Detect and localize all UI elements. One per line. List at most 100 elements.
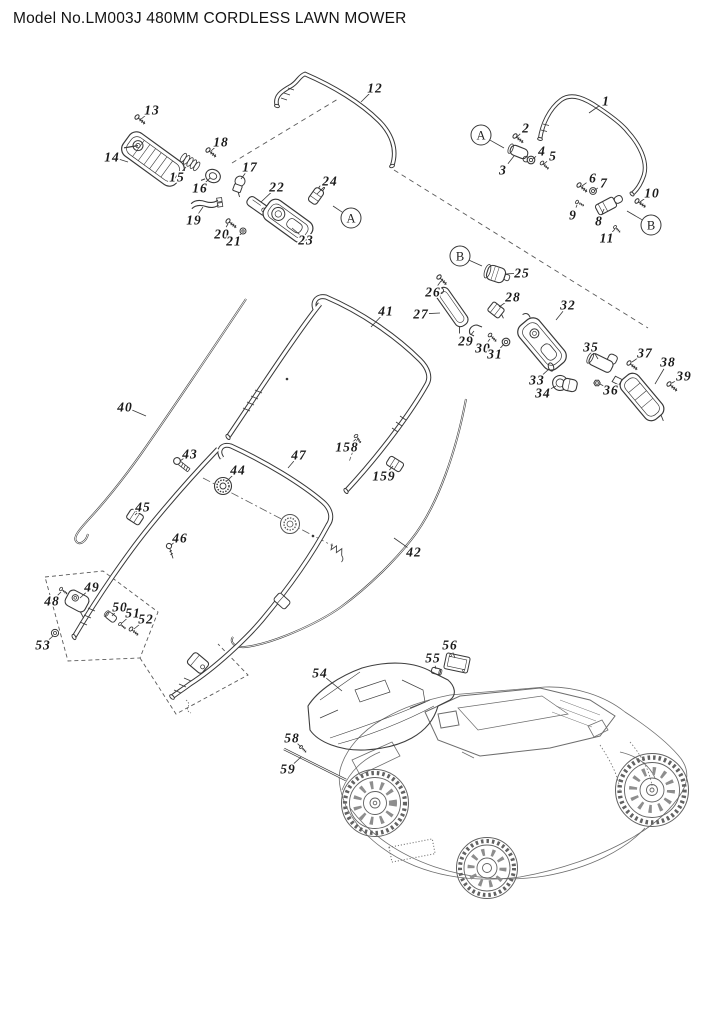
- part-label: 5: [549, 149, 557, 164]
- part-label: 31: [486, 347, 503, 362]
- leader-line: [370, 316, 381, 328]
- clamp-ring-16: [200, 168, 221, 184]
- leader-line: [139, 114, 147, 121]
- bracket-38: [611, 372, 665, 422]
- part-label: 17: [242, 160, 258, 175]
- leader-line: [639, 197, 646, 203]
- leader-line: [170, 542, 174, 546]
- leader-line: [452, 652, 456, 659]
- leader-line: [239, 233, 242, 236]
- leader-line: [260, 192, 272, 203]
- screw-6: [575, 181, 590, 195]
- gear-knob: [280, 514, 300, 534]
- wire-19: [190, 197, 224, 210]
- leader-line: [437, 280, 442, 286]
- part-59-rod: [283, 747, 347, 782]
- part-label: 28: [504, 290, 521, 305]
- leader-line: [393, 537, 408, 548]
- leader-line: [293, 756, 302, 764]
- plug-25: [483, 264, 511, 284]
- part-label: 44: [229, 463, 246, 478]
- leader-line: [428, 312, 441, 314]
- leader-line: [57, 591, 62, 596]
- clamp-45: [126, 508, 144, 526]
- leader-line: [133, 623, 141, 630]
- leader-line: [532, 156, 537, 160]
- handle-hardware: [126, 433, 405, 559]
- part-label: 46: [171, 531, 188, 546]
- part-label: 54: [312, 666, 328, 681]
- part-label: 23: [297, 233, 314, 248]
- leader-line: [134, 512, 138, 516]
- leader-line: [581, 182, 587, 187]
- rear-left-wheel: [341, 769, 409, 837]
- housing-23: [262, 198, 314, 244]
- part-label: 18: [213, 135, 229, 150]
- leader-line: [593, 187, 599, 192]
- hook-29: [468, 324, 483, 337]
- part-label: 38: [659, 355, 676, 370]
- leader-line: [297, 743, 302, 748]
- leader-line: [179, 458, 184, 462]
- part-label: 29: [457, 334, 474, 349]
- part-label: 40: [116, 400, 133, 415]
- nut-36: [593, 379, 601, 387]
- leader-line: [325, 677, 343, 692]
- leader-line: [588, 105, 600, 114]
- leader-line: [654, 368, 665, 385]
- balloon-letter: B: [647, 219, 655, 233]
- leader-line: [389, 465, 394, 471]
- part-label: 7: [600, 176, 608, 191]
- part-label: 15: [169, 170, 185, 185]
- block-24: [307, 184, 325, 205]
- part-label: 25: [513, 266, 530, 281]
- nut-53: [50, 628, 60, 638]
- part-label: 58: [284, 731, 300, 746]
- leader-line: [612, 228, 616, 233]
- leader-line: [360, 93, 370, 103]
- part-label: 1: [602, 94, 610, 109]
- balloon-letter: A: [346, 212, 355, 226]
- clamp-159: [385, 455, 405, 473]
- leader-line: [226, 475, 233, 482]
- part-label: 55: [425, 651, 441, 666]
- washer-7: [589, 187, 597, 195]
- part-label: 158: [335, 440, 358, 455]
- knob-44: [213, 476, 233, 496]
- leader-line: [79, 592, 87, 599]
- clamp-8: [594, 195, 623, 216]
- page-title: Model No.LM003J 480MM CORDLESS LAWN MOWE…: [13, 10, 407, 27]
- reference-balloon: [470, 124, 492, 146]
- leader-line: [240, 173, 246, 180]
- reference-balloon: [640, 214, 662, 236]
- part-17: [232, 175, 246, 198]
- leader-line: [515, 133, 521, 139]
- part-label: 48: [43, 594, 60, 609]
- part-label: 19: [186, 213, 202, 228]
- part-label: 59: [280, 762, 296, 777]
- bail-handle-12: [274, 71, 397, 169]
- screw-52: [127, 625, 141, 638]
- part-label: 33: [528, 373, 545, 388]
- front-left-wheel: [456, 837, 518, 899]
- spring-hook: [330, 543, 344, 563]
- leader-line: [205, 177, 211, 183]
- part-label: 24: [321, 174, 338, 189]
- leader-line: [498, 301, 507, 308]
- bolt-46: [165, 542, 174, 559]
- part-label: 35: [582, 340, 599, 355]
- part-label: 47: [290, 448, 307, 463]
- part-label: 10: [644, 186, 660, 201]
- reference-balloon: [340, 207, 362, 229]
- part-label: 6: [589, 171, 597, 186]
- part-label: 52: [138, 612, 154, 627]
- part-label: 39: [675, 369, 692, 384]
- projection-lines: [44, 98, 649, 715]
- part-label: 34: [534, 386, 551, 401]
- part-label: 26: [424, 285, 441, 300]
- part-label: 22: [268, 180, 285, 195]
- part-label: 8: [595, 214, 603, 229]
